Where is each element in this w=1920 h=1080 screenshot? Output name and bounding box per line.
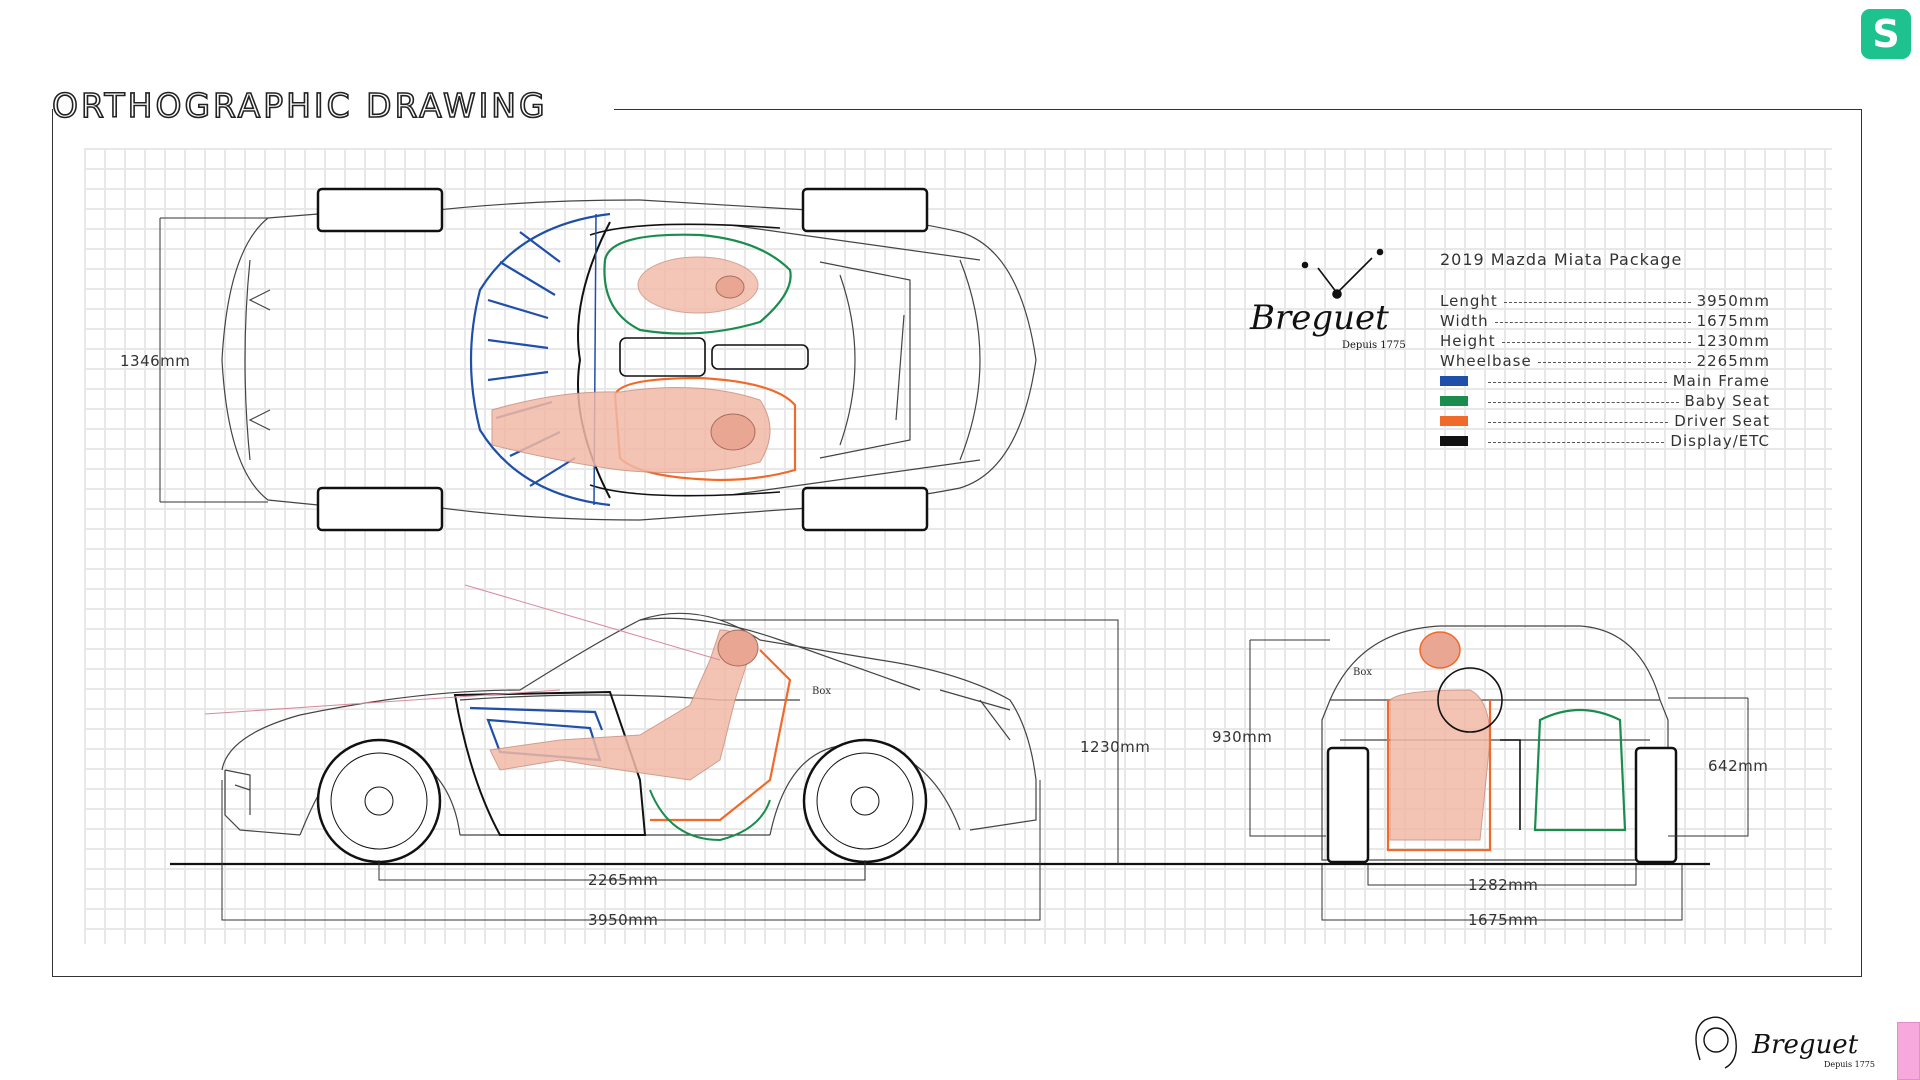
front-driver-seat — [1386, 700, 1492, 852]
dim-length-line — [221, 780, 1041, 921]
swatch-display-etc — [1440, 436, 1468, 446]
front-steering-wheel — [1437, 667, 1503, 733]
side-beltline — [639, 617, 921, 691]
top-side-lines — [729, 224, 981, 496]
top-wheel-front-left — [801, 187, 929, 233]
side-baby-seat — [649, 789, 771, 842]
side-driver-head — [717, 629, 759, 667]
side-headlight — [939, 689, 1011, 741]
front-wheel-left — [1326, 746, 1370, 864]
top-dash — [711, 344, 809, 370]
dim-front-width: 1675mm — [1468, 911, 1538, 929]
title-rule — [614, 109, 1862, 110]
dim-side-height: 1230mm — [1080, 738, 1150, 756]
top-wheel-front-right — [801, 486, 929, 532]
side-driver-seat — [650, 649, 792, 822]
front-box-label: Box — [1353, 667, 1372, 678]
top-front-line — [959, 259, 981, 461]
brand-since-main: Depuis 1775 — [1342, 340, 1406, 351]
top-rear-lights — [248, 289, 271, 431]
top-wheel-rear-left — [316, 187, 444, 233]
front-body — [1321, 699, 1669, 861]
corner-tab — [1897, 1022, 1920, 1080]
badge-letter: S — [1872, 12, 1900, 56]
brand-since-footer: Depuis 1775 — [1824, 1060, 1875, 1069]
side-dimensions — [221, 619, 1119, 921]
brand-logo-main: Breguet Depuis 1775 — [1250, 298, 1406, 351]
side-wheels — [316, 738, 928, 864]
brand-clock-icon — [1301, 248, 1384, 299]
top-driver-seat — [491, 376, 797, 482]
dim-front-height: 930mm — [1212, 728, 1272, 746]
legend-baby-seat: Baby Seat — [1440, 391, 1770, 411]
side-driver-body — [489, 629, 749, 781]
dim-wheelbase: 2265mm — [588, 871, 658, 889]
side-front-wheel — [802, 738, 928, 864]
side-box-label: Box — [812, 686, 831, 697]
dim-front-side-height: 642mm — [1708, 757, 1768, 775]
driver-head — [710, 413, 756, 451]
legend-display-etc: Display/ETC — [1440, 431, 1770, 451]
front-view — [1321, 625, 1669, 861]
brand-logo-footer: Breguet Depuis 1775 — [1752, 1030, 1875, 1069]
baby-body — [637, 256, 759, 314]
page-title: ORTHOGRAPHIC DRAWING — [51, 85, 548, 126]
top-console — [619, 337, 706, 377]
top-hood-line — [839, 274, 856, 446]
dim-wheelbase-line — [378, 860, 866, 881]
brand-badge: S — [1861, 9, 1911, 59]
front-wheels — [1326, 746, 1678, 864]
specs-title: 2019 Mazda Miata Package — [1440, 250, 1683, 269]
side-sightlines — [204, 584, 721, 715]
front-dimensions — [1249, 639, 1749, 921]
side-body-outline — [221, 612, 1037, 836]
dim-length: 3950mm — [588, 911, 658, 929]
top-dimension-1346 — [159, 217, 268, 503]
top-cockpit-edges — [589, 223, 781, 497]
front-wheel-right — [1634, 746, 1678, 864]
dim-side-height-line — [720, 619, 1119, 864]
driver-seat-outline — [613, 376, 797, 482]
side-rear-wheel — [316, 738, 442, 864]
front-roof — [1329, 625, 1661, 701]
side-door-frame — [453, 690, 647, 836]
dim-top-width: 1346mm — [120, 352, 190, 370]
legend-driver-seat: Driver Seat — [1440, 411, 1770, 431]
side-taillight — [224, 769, 251, 815]
dim-track: 1282mm — [1468, 876, 1538, 894]
side-main-frame — [453, 690, 647, 836]
front-seats — [1386, 631, 1627, 852]
swatch-driver-seat — [1440, 416, 1468, 426]
top-view — [221, 187, 1037, 532]
baby-head — [715, 275, 745, 299]
drawing-frame — [52, 109, 1862, 977]
swatch-baby-seat — [1440, 396, 1468, 406]
portrait-icon — [1695, 1016, 1737, 1069]
front-console — [1500, 739, 1521, 830]
top-rear-line — [244, 259, 251, 461]
swatch-main-frame — [1440, 376, 1468, 386]
side-driver — [489, 629, 792, 842]
baby-seat-outline — [603, 233, 792, 335]
front-baby-seat — [1533, 708, 1627, 832]
top-baby-seat — [603, 233, 792, 335]
top-hood-vent — [895, 314, 905, 421]
legend-main-frame: Main Frame — [1440, 371, 1770, 391]
top-body-outline — [221, 199, 1037, 521]
top-wheel-rear-right — [316, 486, 444, 532]
front-driver-head — [1419, 631, 1461, 669]
side-character-line — [459, 694, 800, 701]
driver-body — [491, 387, 771, 474]
top-windshield — [819, 261, 911, 459]
